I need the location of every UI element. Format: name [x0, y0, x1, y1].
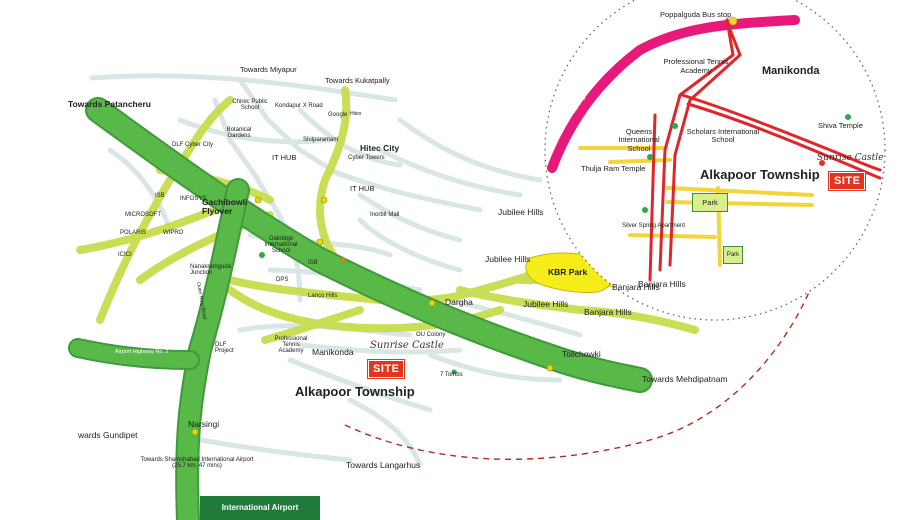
- label-icici: ICICI: [118, 252, 132, 258]
- dot-marker: [254, 196, 262, 204]
- label-nanakramguda: Nanakramguda Junction: [190, 264, 232, 276]
- dot-marker: [320, 196, 328, 204]
- label-dps: DPS: [276, 277, 289, 283]
- label-hitex: Hitex: [350, 111, 362, 117]
- label-towards-kukatpally: Towards Kukatpally: [325, 76, 390, 85]
- inset-label-queens: Queens International School: [618, 127, 660, 153]
- inset-park-2: Park: [723, 246, 743, 264]
- international-airport-box: International Airport: [200, 496, 320, 520]
- label-towards-mehdipatnam: Towards Mehdipatnam: [642, 374, 728, 384]
- label-sunrise-castle-main: Sunrise Castle: [370, 340, 444, 351]
- dot-marker: [845, 114, 851, 120]
- label-google: Google: [328, 112, 348, 118]
- label-banjara-hills-main: Banjara Hills: [612, 282, 660, 292]
- label-oakridge: Oakridge International School: [264, 236, 298, 254]
- dot-marker: [451, 369, 457, 375]
- label-hitec-city: Hitec City: [360, 143, 400, 153]
- label-express-highway: Airport Highway No. 2: [115, 349, 169, 355]
- dot-marker: [259, 252, 265, 258]
- label-7-tombs: 7 Tombs: [440, 372, 463, 378]
- label-dargha: Dargha: [445, 297, 473, 307]
- junction-markers: [191, 196, 554, 436]
- label-kondapur: Kondapur X Road: [275, 103, 323, 109]
- label-tolichowki: Tolichowki: [562, 349, 601, 359]
- label-pro-tennis-main: Professional Tennis Academy: [274, 336, 308, 354]
- label-banjara-hills-2: Banjara Hills: [584, 307, 632, 317]
- inset-label-scholars: Scholars International School: [686, 127, 760, 145]
- label-towards-patancheru: Towards Patancheru: [68, 99, 151, 109]
- label-towards-langarhus: Towards Langarhus: [346, 460, 421, 470]
- label-towards-airport: Towards Shamshabad International Airport…: [140, 457, 254, 469]
- dot-marker: [340, 257, 346, 263]
- dot-marker: [191, 428, 199, 436]
- inset-park-1: Park: [692, 193, 728, 212]
- label-botanical: Botanical Gardens: [226, 127, 252, 139]
- label-jubilee-hills-1: Jubilee Hills: [498, 207, 544, 217]
- label-cyber-towers: Cyber Towers: [348, 155, 385, 161]
- label-manikonda-main: Manikonda: [312, 347, 354, 357]
- site-badge-main: SITE: [368, 360, 405, 378]
- label-jubilee-hills-3: Jubilee Hills: [523, 299, 569, 309]
- minor-roads: [89, 73, 583, 468]
- label-alkapoor-main: Alkapoor Township: [295, 384, 415, 399]
- inset-label-alkapoor: Alkapoor Township: [700, 167, 820, 182]
- label-narsingi: Narsingi: [188, 419, 220, 429]
- label-infosys: INFOSYS: [180, 196, 207, 202]
- dot-marker: [428, 299, 436, 307]
- label-ou-colony: OU Colony: [416, 332, 446, 338]
- label-isb-2: ISB: [308, 260, 318, 266]
- dot-marker: [728, 16, 738, 26]
- label-towards-miyapur: Towards Miyapur: [240, 65, 297, 74]
- dot-marker: [819, 160, 825, 166]
- label-kbr-park: KBR Park: [548, 267, 588, 277]
- inset-label-silver-spring: Silver Spring Apartment: [622, 223, 686, 229]
- inset-label-poppalguda: Poppalguda Bus stop: [660, 10, 732, 19]
- inset-circle: [544, 0, 886, 321]
- green-markers: [259, 252, 457, 375]
- label-isb: ISB: [155, 193, 165, 199]
- label-gachibowli-flyover: Gachibowli Flyover: [202, 197, 248, 217]
- dot-marker: [672, 123, 678, 129]
- inset-label-pro-tennis: Professional Tennis Academy: [663, 57, 729, 75]
- inset-label-thulja: Thulja Ram Temple: [581, 164, 646, 173]
- label-shilparamam: Shilparamam: [303, 137, 339, 143]
- site-badge-inset: SITE: [829, 172, 866, 190]
- label-jubilee-hills-2: Jubilee Hills: [485, 254, 531, 264]
- inset-markers: [642, 114, 851, 213]
- highways: [68, 97, 653, 520]
- label-inorbit-mall: Inorbit Mall: [370, 212, 400, 218]
- label-dlf-cyber-city: DLF Cyber City: [172, 142, 214, 148]
- label-dlf-project: DLF Project: [215, 342, 234, 354]
- label-lanco-hills: Lanco Hills: [308, 293, 338, 299]
- dot-marker: [642, 207, 648, 213]
- label-microsoft: MICROSOFT: [125, 212, 161, 218]
- label-it-hub-1: IT HUB: [272, 153, 297, 162]
- label-polaris: POLARIS: [120, 230, 147, 236]
- inset-label-shiva: Shiva Temple: [818, 121, 863, 130]
- dot-marker: [647, 154, 653, 160]
- inset-label-banjara: Banjara Hills: [638, 279, 686, 289]
- label-towards-gundipet: wards Gundipet: [78, 430, 138, 440]
- label-it-hub-2: IT HUB: [350, 184, 375, 193]
- label-chirec: Chirec Public School: [232, 99, 268, 111]
- inset-label-sunrise-castle: Sunrise Castle: [817, 153, 884, 163]
- dot-marker: [316, 238, 324, 246]
- dashed-connector: [344, 257, 823, 460]
- dot-marker: [546, 364, 554, 372]
- label-wipro: WIPRO: [163, 230, 184, 236]
- inset-label-manikonda: Manikonda: [762, 65, 820, 77]
